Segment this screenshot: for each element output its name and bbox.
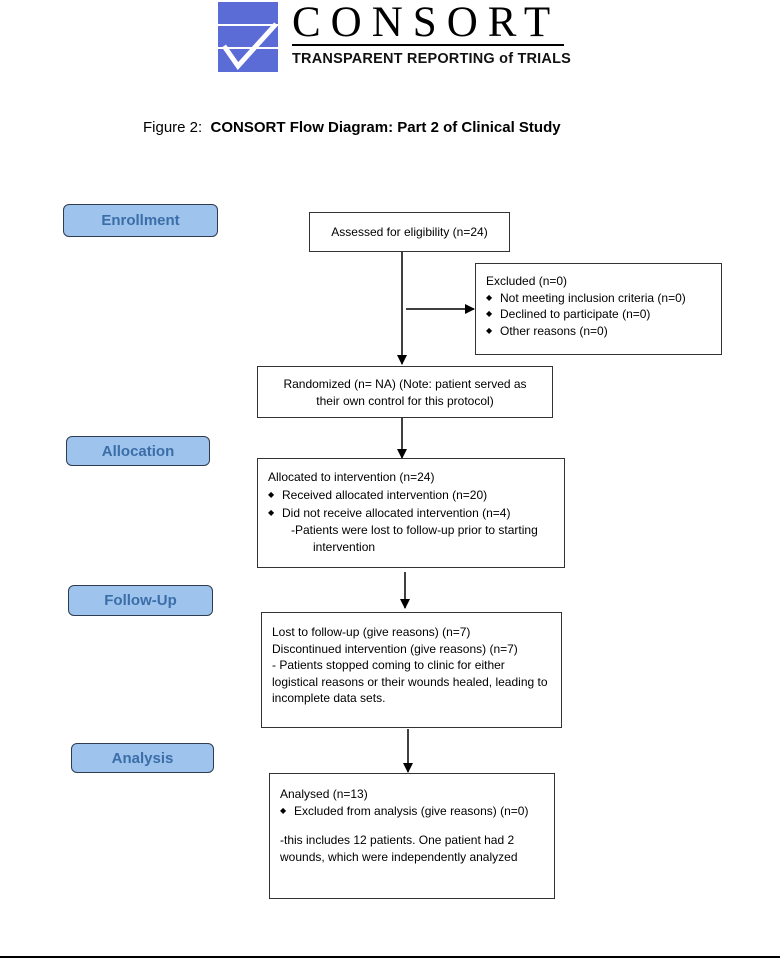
followup-line-2: Discontinued intervention (give reasons)… (272, 641, 518, 656)
stage-followup: Follow-Up (68, 585, 213, 616)
box-excluded: Excluded (n=0) ◆Not meeting inclusion cr… (475, 263, 722, 355)
allocated-item: ◆Did not receive allocated intervention … (268, 506, 511, 520)
excluded-title: Excluded (n=0) (486, 274, 568, 288)
analysed-title: Analysed (n=13) (280, 787, 368, 801)
box-assessed: Assessed for eligibility (n=24) (309, 212, 510, 252)
excluded-item: ◆Not meeting inclusion criteria (n=0) (486, 290, 686, 305)
excluded-item: ◆Other reasons (n=0) (486, 323, 608, 338)
bullet-icon: ◆ (280, 805, 287, 815)
box-randomized: Randomized (n= NA) (Note: patient served… (257, 366, 553, 418)
bullet-icon: ◆ (486, 325, 493, 335)
box-allocated: Allocated to intervention (n=24) ◆Receiv… (257, 458, 565, 568)
followup-line-3: - Patients stopped coming to clinic for … (272, 658, 548, 705)
excluded-item: ◆Declined to participate (n=0) (486, 307, 651, 321)
analysed-note: -this includes 12 patients. One patient … (280, 833, 518, 864)
box-followup: Lost to follow-up (give reasons) (n=7) D… (261, 612, 562, 728)
allocated-title: Allocated to intervention (n=24) (268, 470, 435, 484)
stage-analysis: Analysis (71, 743, 214, 773)
logo-wordmark: CONSORT (292, 0, 561, 46)
followup-line-1: Lost to follow-up (give reasons) (n=7) (272, 625, 471, 639)
bullet-icon: ◆ (268, 508, 275, 517)
footer-rule (0, 956, 780, 958)
consort-logo-mark (218, 2, 278, 72)
bullet-icon: ◆ (268, 490, 275, 499)
randomized-line-2: their own control for this protocol) (316, 393, 494, 408)
figure-heading: CONSORT Flow Diagram: Part 2 of Clinical… (210, 119, 561, 136)
figure-title: Figure 2: CONSORT Flow Diagram: Part 2 o… (143, 119, 561, 136)
bullet-icon: ◆ (486, 309, 493, 318)
assessed-text: Assessed for eligibility (n=24) (331, 224, 488, 239)
bullet-icon: ◆ (486, 292, 493, 302)
figure-prefix: Figure 2: (143, 119, 203, 136)
allocated-note: -Patients were lost to follow-up prior t… (291, 523, 538, 554)
randomized-line-1: Randomized (n= NA) (Note: patient served… (283, 377, 527, 391)
logo-tagline: TRANSPARENT REPORTING of TRIALS (292, 51, 572, 67)
analysed-item: ◆Excluded from analysis (give reasons) (… (280, 803, 529, 818)
logo-divider (292, 44, 564, 46)
stage-allocation: Allocation (66, 436, 210, 466)
box-analysed: Analysed (n=13) ◆Excluded from analysis … (269, 773, 555, 899)
allocated-item: ◆Received allocated intervention (n=20) (268, 488, 488, 502)
stage-enrollment: Enrollment (63, 204, 218, 237)
